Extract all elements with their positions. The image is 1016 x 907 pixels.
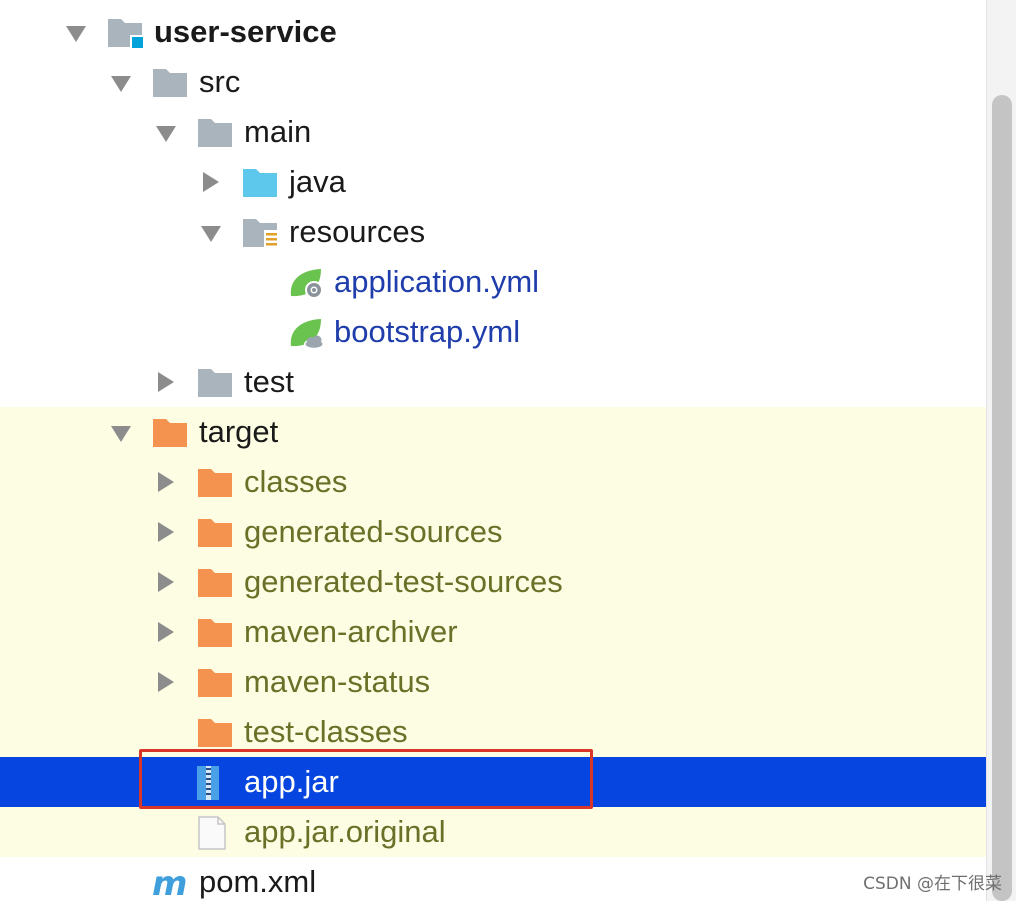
file-icon [197, 816, 235, 850]
tree-item-label: generated-test-sources [244, 564, 563, 599]
tree-item-label: java [289, 164, 346, 199]
tree-item-label: resources [289, 214, 426, 249]
tree-item-label: main [244, 114, 312, 149]
tree-item-label: application.yml [334, 264, 540, 299]
tree-row[interactable]: bootstrap.yml [0, 307, 986, 357]
tree-item-label: app.jar [244, 764, 339, 799]
collapse-arrow-icon[interactable] [155, 471, 177, 493]
scrollbar-thumb[interactable] [992, 95, 1012, 901]
spring-cloud-config-icon [287, 316, 325, 350]
excluded-folder-icon [152, 416, 190, 450]
tree-row[interactable]: generated-sources [0, 507, 986, 557]
collapse-arrow-icon[interactable] [155, 621, 177, 643]
tree-row[interactable]: application.yml [0, 257, 986, 307]
tree-row[interactable]: user-service [0, 7, 986, 57]
svg-text:m: m [152, 866, 187, 900]
tree-row[interactable]: generated-test-sources [0, 557, 986, 607]
excluded-folder-icon [197, 716, 235, 750]
spring-config-icon [287, 266, 325, 300]
collapse-arrow-icon[interactable] [155, 521, 177, 543]
tree-item-label: test-classes [244, 714, 408, 749]
collapse-arrow-icon[interactable] [200, 171, 222, 193]
folder-icon [197, 366, 235, 400]
tree-row[interactable]: main [0, 107, 986, 157]
tree-row[interactable]: app.jar [0, 757, 986, 807]
highlight-box [139, 749, 593, 809]
tree-item-label: maven-status [244, 664, 431, 699]
tree-item-label: pom.xml [199, 864, 317, 899]
tree-item-label: maven-archiver [244, 614, 458, 649]
excluded-folder-icon [197, 566, 235, 600]
tree-row[interactable]: classes [0, 457, 986, 507]
watermark: CSDN @在下很菜 [863, 874, 1002, 894]
tree-row[interactable]: maven-status [0, 657, 986, 707]
tree-row[interactable]: app.jar.original [0, 807, 986, 857]
tree-row[interactable]: java [0, 157, 986, 207]
collapse-arrow-icon[interactable] [155, 571, 177, 593]
source-folder-icon [242, 166, 280, 200]
tree-row[interactable]: resources [0, 207, 986, 257]
expand-arrow-icon[interactable] [110, 72, 132, 94]
tree-row[interactable]: test [0, 357, 986, 407]
excluded-folder-icon [197, 466, 235, 500]
folder-icon [197, 116, 235, 150]
tree-row[interactable]: m pom.xml [0, 857, 986, 907]
expand-arrow-icon[interactable] [200, 222, 222, 244]
expand-arrow-icon[interactable] [110, 422, 132, 444]
excluded-folder-icon [197, 516, 235, 550]
excluded-folder-icon [197, 666, 235, 700]
tree-item-label: user-service [154, 14, 337, 49]
folder-icon [152, 66, 190, 100]
collapse-arrow-icon[interactable] [155, 671, 177, 693]
module-folder-icon [107, 16, 145, 50]
tree-item-label: generated-sources [244, 514, 503, 549]
tree-row[interactable]: src [0, 57, 986, 107]
tree-item-label: target [199, 414, 279, 449]
tree-item-label: src [199, 64, 241, 99]
tree-row[interactable]: maven-archiver [0, 607, 986, 657]
expand-arrow-icon[interactable] [65, 22, 87, 44]
collapse-arrow-icon[interactable] [155, 371, 177, 393]
tree-item-label: test [244, 364, 294, 399]
excluded-folder-icon [197, 616, 235, 650]
tree-row[interactable]: target [0, 407, 986, 457]
tree-row[interactable]: test-classes [0, 707, 986, 757]
jar-archive-icon [197, 766, 235, 800]
tree-item-label: bootstrap.yml [334, 314, 521, 349]
expand-arrow-icon[interactable] [155, 122, 177, 144]
maven-pom-icon: m [152, 866, 190, 900]
tree-item-label: app.jar.original [244, 814, 446, 849]
resources-folder-icon [242, 216, 280, 250]
tree-item-label: classes [244, 464, 348, 499]
